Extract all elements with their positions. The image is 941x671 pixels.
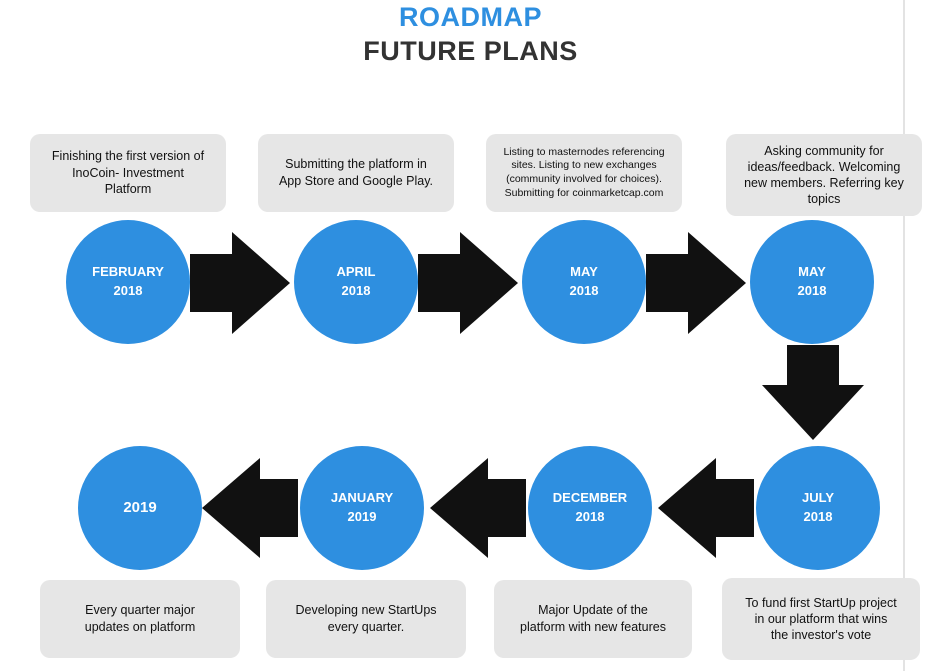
arrow-right-3: [646, 232, 746, 334]
arrow-right-1: [190, 232, 290, 334]
milestone-month: JANUARY: [330, 490, 394, 506]
arrow-left-2: [430, 458, 526, 558]
milestone-year: 2019: [347, 509, 377, 524]
milestone-note-jul-2018: To fund first StartUp project in our pla…: [722, 578, 920, 660]
milestone-month: MAY: [570, 264, 598, 280]
milestone-note-dec-2018: Major Update of the platform with new fe…: [494, 580, 692, 658]
milestone-circle-jul-2018: JULY 2018: [756, 446, 880, 570]
milestone-circle-feb-2018: FEBRUARY 2018: [66, 220, 190, 344]
milestone-month: APRIL: [336, 264, 376, 280]
milestone-circle-2019: 2019: [78, 446, 202, 570]
arrow-left-3: [202, 458, 298, 558]
milestone-month: MAY: [798, 264, 826, 280]
milestone-note-jan-2019: Developing new StartUps every quarter.: [266, 580, 466, 658]
milestone-year: 2018: [803, 509, 833, 524]
milestone-circle-apr-2018: APRIL 2018: [294, 220, 418, 344]
milestone-month: 2019: [123, 499, 157, 517]
page-edge-line: [903, 0, 905, 671]
milestone-note-2019: Every quarter major updates on platform: [40, 580, 240, 658]
milestone-circle-jan-2019: JANUARY 2019: [300, 446, 424, 570]
arrow-right-2: [418, 232, 518, 334]
page-title: ROADMAP: [399, 2, 542, 32]
milestone-note-feb-2018: Finishing the first version of InoCoin- …: [30, 134, 226, 212]
milestone-month: JULY: [801, 490, 835, 506]
milestone-month: DECEMBER: [552, 490, 628, 506]
page-subtitle: FUTURE PLANS: [363, 36, 578, 66]
milestone-circle-may-2018-b: MAY 2018: [750, 220, 874, 344]
arrow-down: [762, 345, 864, 440]
milestone-year: 2018: [575, 509, 605, 524]
milestone-circle-may-2018-a: MAY 2018: [522, 220, 646, 344]
milestone-note-may-2018-b: Asking community for ideas/feedback. Wel…: [726, 134, 922, 216]
milestone-year: 2018: [797, 283, 827, 298]
milestone-year: 2018: [569, 283, 599, 298]
milestone-month: FEBRUARY: [92, 264, 164, 280]
milestone-note-may-2018-a: Listing to masternodes referencing sites…: [486, 134, 682, 212]
milestone-note-apr-2018: Submitting the platform in App Store and…: [258, 134, 454, 212]
arrow-left-1: [658, 458, 754, 558]
milestone-year: 2018: [113, 283, 143, 298]
milestone-year: 2018: [341, 283, 371, 298]
milestone-circle-dec-2018: DECEMBER 2018: [528, 446, 652, 570]
